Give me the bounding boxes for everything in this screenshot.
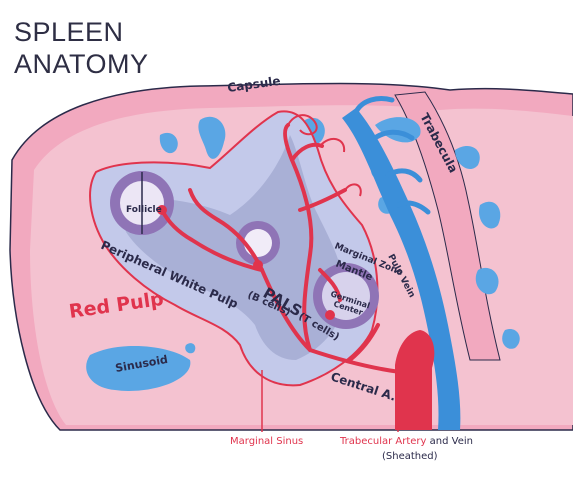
sinusoid-main bbox=[86, 345, 191, 391]
vein-branches bbox=[353, 96, 431, 215]
central-artery bbox=[160, 123, 402, 374]
label-and-vein: and Vein bbox=[426, 436, 473, 447]
trabecular-artery bbox=[395, 330, 435, 430]
label-trabecular-artery: Trabecular Artery bbox=[339, 436, 427, 447]
pulp-vein bbox=[342, 108, 461, 430]
label-marginal-sinus: Marginal Sinus bbox=[230, 436, 303, 447]
label-sheathed: (Sheathed) bbox=[382, 451, 438, 462]
label-follicle: Follicle bbox=[126, 205, 162, 215]
label-trabecular-artery-line: Trabecular Artery and Vein bbox=[339, 436, 473, 447]
title-line-2: ANATOMY bbox=[14, 49, 149, 79]
sinusoid-blobs bbox=[86, 116, 520, 391]
title-line-1: SPLEEN bbox=[14, 17, 124, 47]
artery-loops bbox=[287, 114, 362, 197]
pals-region bbox=[120, 135, 345, 360]
diagram-title: SPLEEN ANATOMY bbox=[14, 16, 149, 80]
artery-terminals bbox=[157, 205, 335, 320]
small-follicle-core bbox=[244, 229, 272, 257]
trabecula-band bbox=[394, 91, 501, 361]
